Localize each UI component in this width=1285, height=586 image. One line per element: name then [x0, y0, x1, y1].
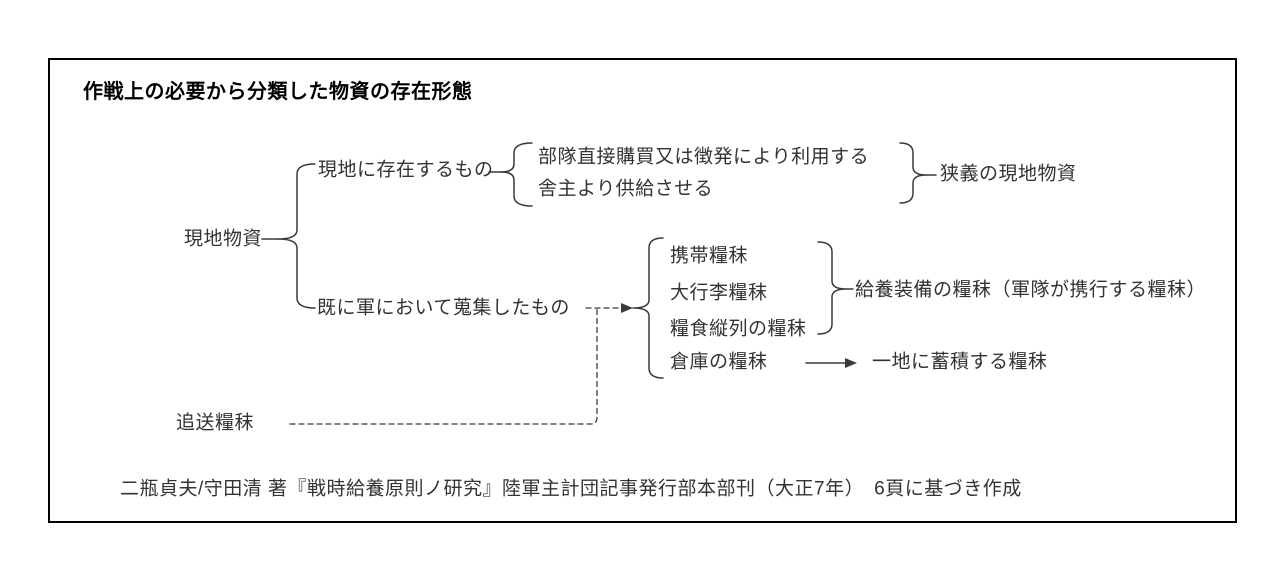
node-butai-chokubai: 部隊直接購買又は徴発により利用する [538, 146, 870, 168]
node-genchi-sonzai: 現地に存在するもの [318, 159, 494, 181]
node-ryoshoku-juretsu-ryomatsu: 糧食縦列の糧秣 [670, 318, 807, 340]
diagram-title: 作戦上の必要から分類した物資の存在形態 [83, 81, 473, 103]
citation-text: 二瓶貞夫/守田清 著『戦時給養原則ノ研究』陸軍主計団記事発行部本部刊（大正7年）… [120, 478, 1022, 500]
node-soko-ryomatsu: 倉庫の糧秣 [670, 351, 768, 373]
node-kyuyo-sobi-ryomatsu: 給養装備の糧秣（軍隊が携行する糧秣） [855, 279, 1207, 301]
node-genchi-busshi: 現地物資 [184, 228, 263, 250]
node-daikori-ryomatsu: 大行李糧秣 [670, 282, 768, 304]
node-shashu-kyokyu: 舎主より供給させる [538, 178, 714, 200]
diagram-border-frame [48, 58, 1237, 523]
node-tsuiso-ryomatsu: 追送糧秣 [176, 412, 255, 434]
node-kyogi-genchi-busshi: 狭義の現地物資 [940, 163, 1077, 185]
node-ichichi-chikuseki-ryomatsu: 一地に蓄積する糧秣 [872, 351, 1048, 373]
node-keitai-ryomatsu: 携帯糧秣 [670, 245, 749, 267]
node-sudeni-shushu: 既に軍において蒐集したもの [317, 297, 570, 319]
